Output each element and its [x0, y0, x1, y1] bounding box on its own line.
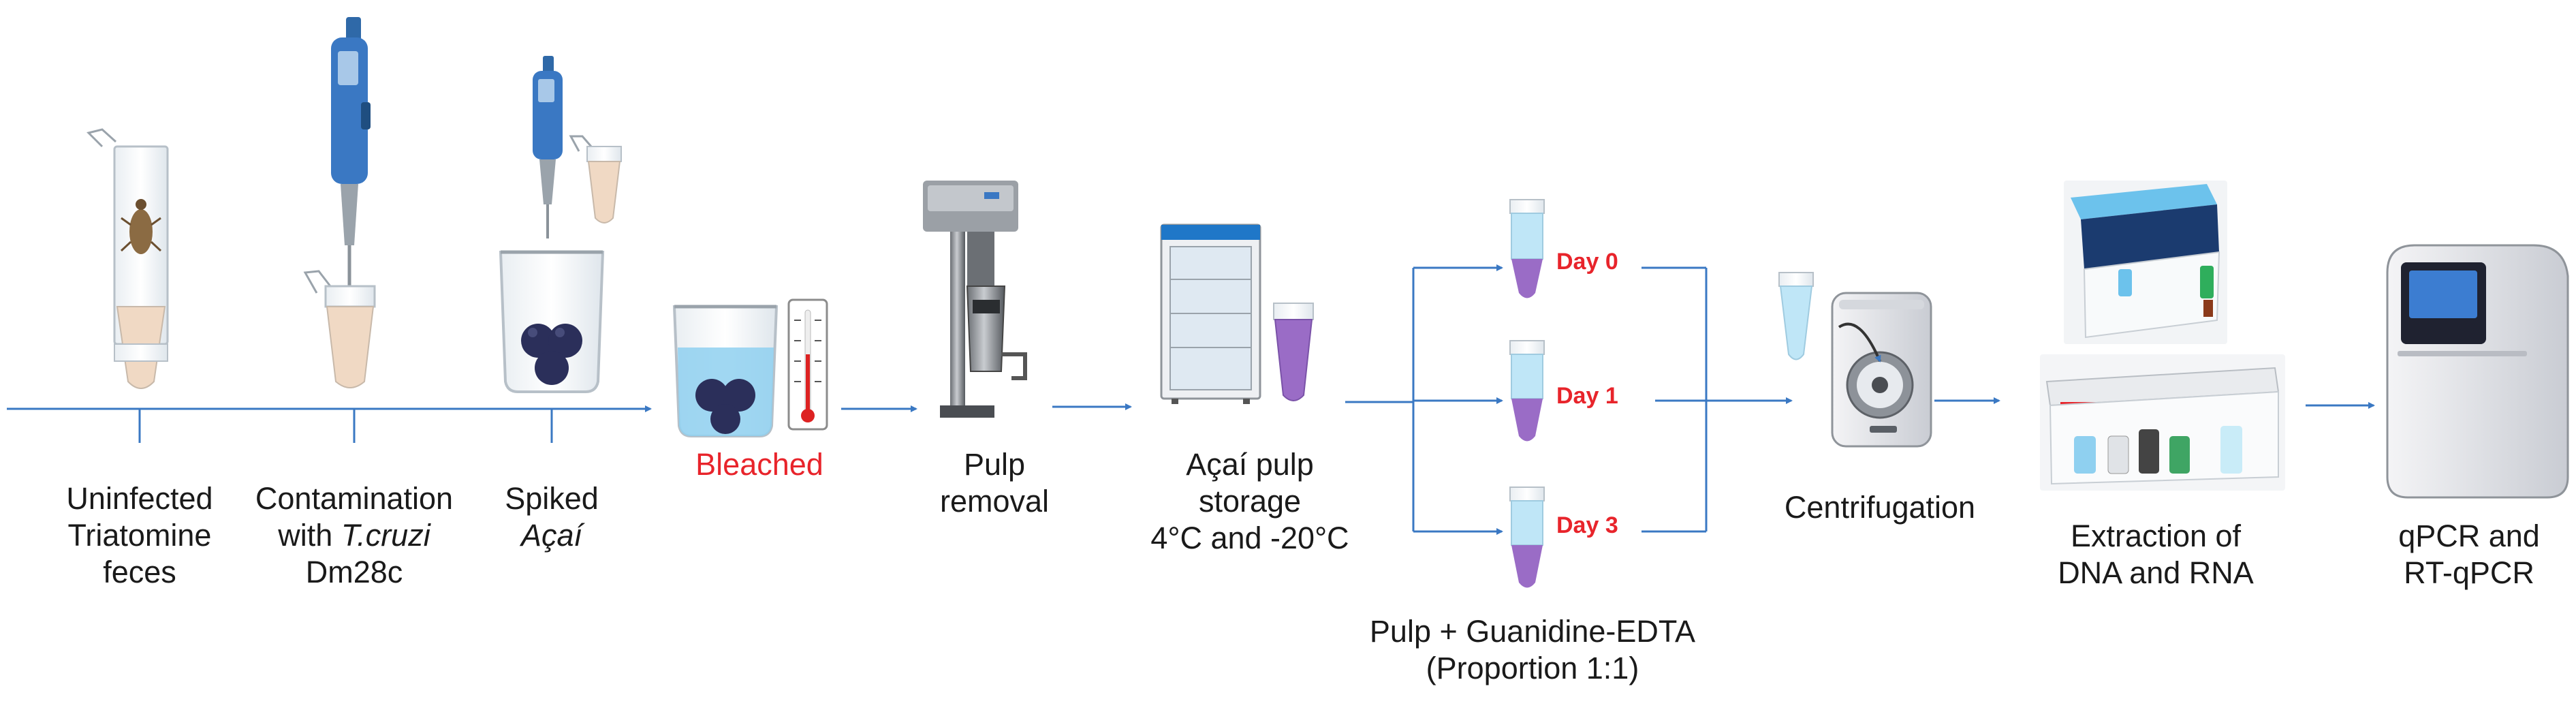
step-label-pulp-removal: Pulp removal	[939, 447, 1050, 519]
microtube-icon	[303, 270, 376, 388]
step-label-storage: Açaí pulp storage 4°C and -20°C	[1150, 447, 1349, 555]
step-label-spiked: Spiked Açaí	[505, 481, 599, 553]
step-label-bleached: Bleached	[695, 447, 823, 482]
step-label-uninfected: Uninfected Triatomine feces	[66, 481, 213, 589]
extraction-kit-icon	[2040, 354, 2285, 491]
beaker-icon	[499, 250, 605, 393]
refrigerator-icon	[1160, 223, 1261, 404]
day-label-0: Day 0	[1556, 249, 1618, 275]
triatomine-icon	[120, 199, 162, 254]
microtube-icon	[1509, 487, 1545, 588]
step-label-extraction: Extraction of DNA and RNA	[2058, 519, 2254, 590]
step-label-guanidine: Pulp + Guanidine-EDTA (Proportion 1:1)	[1369, 614, 1696, 685]
step-label-contamination: Contamination with T.cruzi Dm28c	[255, 481, 454, 589]
pipette-icon	[533, 56, 563, 238]
microtube-icon	[87, 128, 169, 389]
day-label-3: Day 3	[1556, 512, 1618, 538]
pulper-machine-icon	[923, 181, 1027, 418]
centrifuge-icon	[1831, 292, 1932, 448]
day-label-1: Day 1	[1556, 383, 1618, 409]
qpcr-machine-icon	[2386, 244, 2569, 499]
step-label-qpcr: qPCR and RT-qPCR	[2398, 519, 2540, 590]
microtube-icon	[1778, 272, 1814, 360]
thermometer-icon	[787, 298, 828, 431]
step-label-centrifugation: Centrifugation	[1784, 490, 1976, 525]
microtube-icon	[1509, 199, 1545, 298]
main-timeline	[7, 405, 652, 443]
flow-arrows	[841, 264, 2375, 535]
microtube-icon	[1509, 340, 1545, 442]
microtube-icon	[1273, 303, 1314, 401]
microtube-icon	[569, 135, 622, 223]
extraction-kit-icon	[2064, 181, 2227, 344]
beaker-icon	[672, 305, 779, 437]
pipette-icon	[331, 17, 371, 286]
